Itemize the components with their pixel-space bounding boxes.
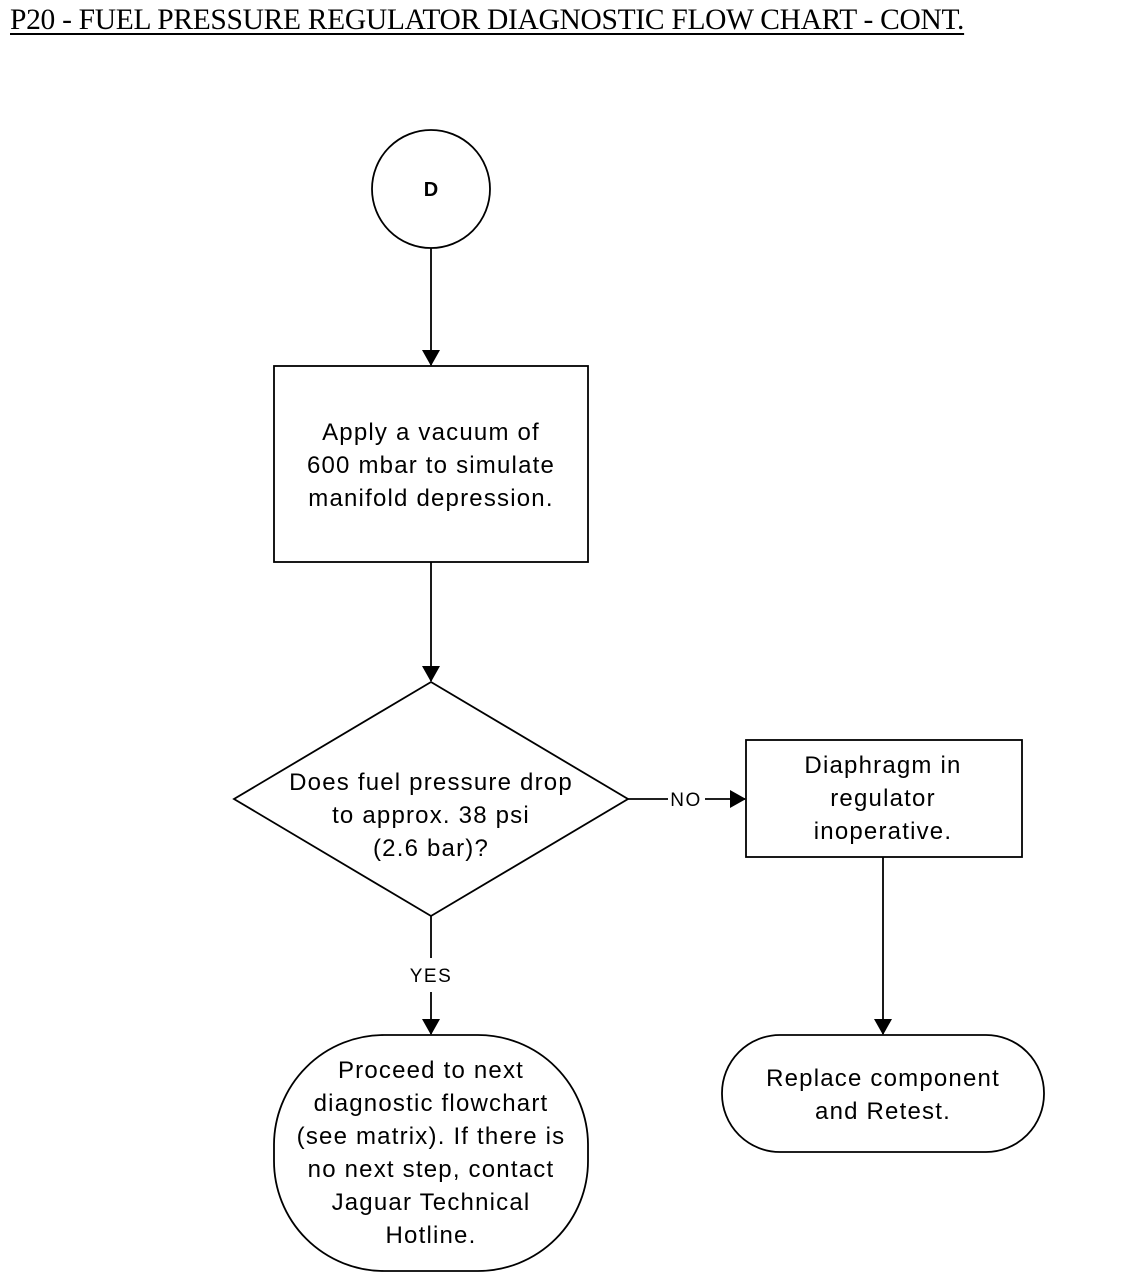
pressure-check-line-2: to approx. 38 psi: [332, 802, 530, 829]
proceed-line-6: Hotline.: [386, 1222, 477, 1249]
apply-vacuum-line-3: manifold depression.: [308, 485, 553, 512]
diaphragm-line-3: inoperative.: [814, 818, 952, 845]
replace-line-1: Replace component: [766, 1065, 1000, 1092]
edge-no-label: NO: [670, 790, 702, 811]
edge-no: NO: [628, 790, 746, 811]
page-title: P20 - FUEL PRESSURE REGULATOR DIAGNOSTIC…: [10, 4, 965, 36]
pressure-check-line-1: Does fuel pressure drop: [289, 769, 573, 796]
proceed-line-4: no next step, contact: [308, 1156, 555, 1183]
proceed-line-2: diagnostic flowchart: [314, 1090, 549, 1117]
diaphragm-line-2: regulator: [830, 785, 936, 812]
diaphragm-result: Diaphragm in regulator inoperative.: [745, 739, 1023, 858]
pressure-check-line-3: (2.6 bar)?: [373, 835, 489, 862]
replace-terminal: Replace component and Retest.: [721, 1034, 1045, 1153]
proceed-line-3: (see matrix). If there is: [297, 1123, 566, 1150]
connector-d: D: [371, 129, 491, 249]
replace-line-2: and Retest.: [815, 1098, 951, 1125]
diaphragm-line-1: Diaphragm in: [804, 752, 961, 779]
connector-d-label: D: [424, 179, 438, 201]
proceed-line-1: Proceed to next: [338, 1057, 524, 1084]
proceed-terminal: Proceed to next diagnostic flowchart (se…: [273, 1034, 589, 1272]
apply-vacuum-line-2: 600 mbar to simulate: [307, 452, 555, 479]
edge-yes-label: YES: [410, 966, 453, 987]
pressure-check-decision: Does fuel pressure drop to approx. 38 ps…: [232, 680, 630, 918]
edge-yes: YES: [410, 916, 453, 1035]
proceed-line-5: Jaguar Technical: [332, 1189, 531, 1216]
apply-vacuum-step: Apply a vacuum of 600 mbar to simulate m…: [273, 365, 589, 563]
apply-vacuum-line-1: Apply a vacuum of: [322, 419, 540, 446]
